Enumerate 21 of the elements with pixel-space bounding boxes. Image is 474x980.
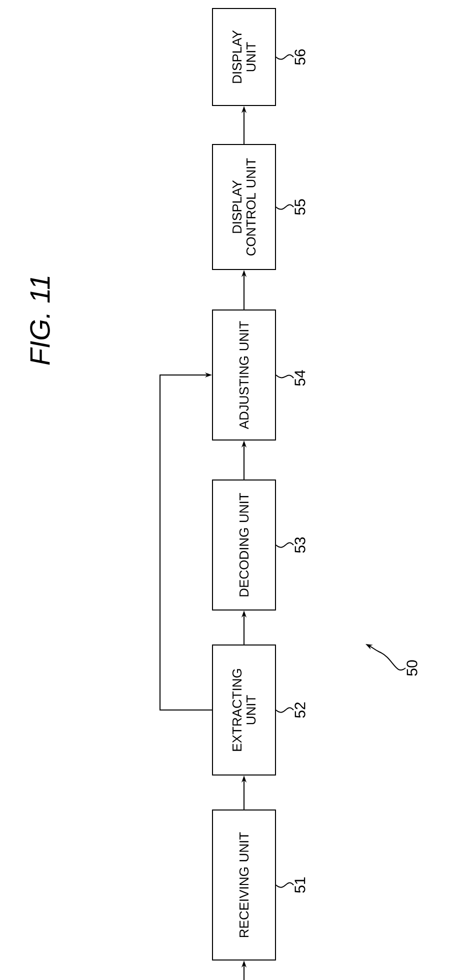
reference-numeral: 53	[294, 537, 306, 553]
figure-title: FIG. 11	[30, 276, 50, 365]
unit-box: RECEIVING UNIT	[212, 810, 276, 960]
reference-numeral: 52	[294, 702, 306, 718]
leader-line	[276, 54, 294, 60]
leader-line	[276, 374, 294, 378]
unit-box: DISPLAY CONTROL UNIT	[212, 144, 276, 270]
reference-numeral: 51	[294, 877, 306, 893]
unit-box: EXTRACTING UNIT	[212, 644, 276, 776]
arrow	[160, 372, 212, 710]
unit-box: DISPLAY UNIT	[212, 8, 276, 106]
reference-numeral: 54	[294, 370, 306, 386]
leader-line	[276, 882, 294, 888]
leader-line	[276, 204, 294, 210]
leader-line	[276, 542, 294, 548]
leader-line	[276, 707, 294, 713]
reference-numeral: 56	[294, 49, 306, 65]
reference-numeral: 50	[406, 660, 418, 676]
reference-numeral: 55	[294, 199, 306, 215]
unit-box: DECODING UNIT	[212, 480, 276, 610]
unit-box: ADJUSTING UNIT	[212, 310, 276, 440]
